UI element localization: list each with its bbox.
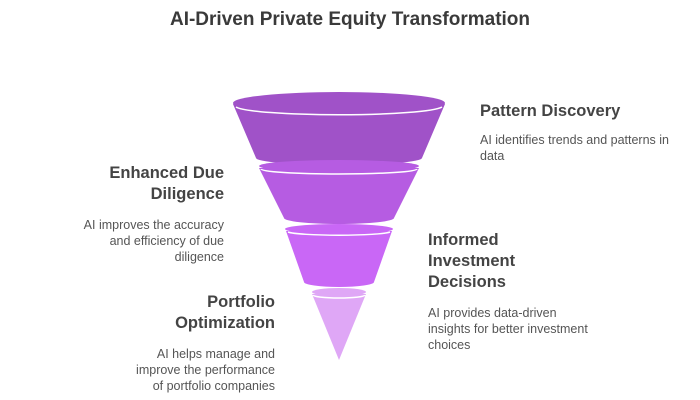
stage-enhanced-due-diligence: Enhanced Due Diligence AI improves the a… — [60, 163, 224, 265]
stage-portfolio-optimization: Portfolio Optimization AI helps manage a… — [135, 292, 275, 394]
stage-description: AI provides data-driven insights for bet… — [428, 306, 588, 352]
stage-pattern-discovery: Pattern Discovery AI identifies trends a… — [480, 101, 680, 164]
funnel-stage-1 — [233, 92, 445, 165]
stage-heading: Informed Investment Decisions — [428, 231, 516, 291]
funnel-stage-3 — [285, 224, 393, 287]
funnel-stage-2 — [259, 160, 419, 224]
stage-description: AI helps manage and improve the performa… — [136, 347, 275, 393]
stage-description: AI improves the accuracy and efficiency … — [83, 218, 224, 264]
stage-heading: Portfolio Optimization — [175, 293, 275, 332]
stage-heading: Pattern Discovery — [480, 102, 621, 120]
diagram-title: AI-Driven Private Equity Transformation — [169, 9, 531, 30]
funnel-stage-4 — [312, 288, 366, 360]
stage-description: AI identifies trends and patterns in dat… — [480, 133, 670, 163]
stage-heading: Enhanced Due Diligence — [109, 164, 224, 203]
stage-informed-investment-decisions: Informed Investment Decisions AI provide… — [428, 230, 588, 353]
